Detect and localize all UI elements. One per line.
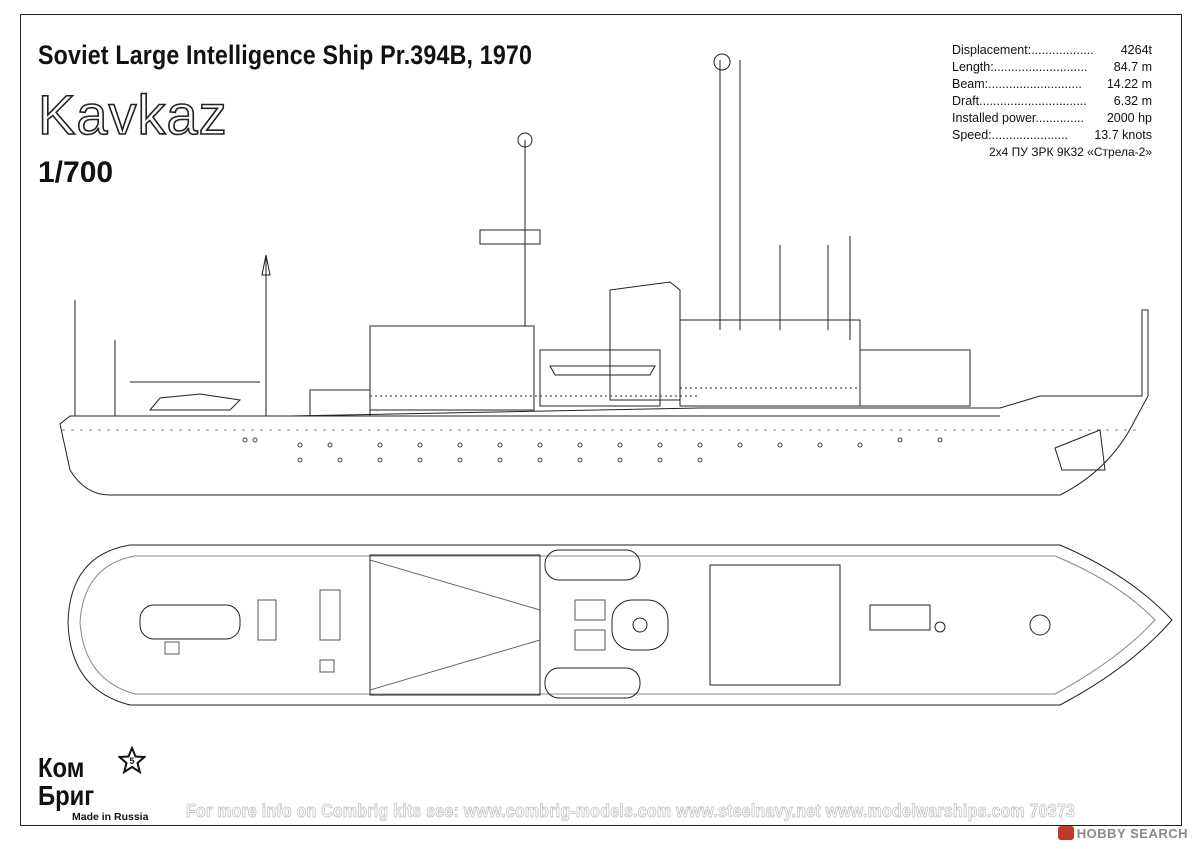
spec-armament: 2x4 ПУ ЗРК 9К32 «Стрела-2» [989, 145, 1152, 159]
plan-funnel [611, 599, 669, 651]
funnel [609, 281, 681, 401]
star-number: 5 [129, 756, 134, 766]
spec-row: Installed power..............2000 hp [952, 111, 1152, 125]
logo-text-bottom: Бриг [38, 780, 95, 811]
deck-outline [67, 544, 1173, 706]
footer-info: For more info on Combrig kits see: www.c… [186, 800, 1076, 822]
spec-row: Length:...........................84.7 m [952, 60, 1152, 74]
midship-block [539, 349, 661, 407]
deckhouse [309, 389, 371, 417]
scale-label: 1/700 [38, 156, 114, 189]
forward-superstructure [369, 325, 535, 411]
launch-boat [148, 393, 242, 411]
made-in-label: Made in Russia [72, 811, 149, 823]
ship-name: Kavkaz [37, 82, 228, 147]
watermark: HOBBY SEARCH [1057, 826, 1188, 841]
plan-superstructure [369, 554, 541, 696]
aft-deckhouse [859, 349, 971, 407]
spec-row: Speed:......................13.7 knots [952, 128, 1152, 142]
sheet-title: Soviet Large Intelligence Ship Pr.394B, … [38, 40, 533, 70]
logo-text-top: Ком [38, 752, 85, 783]
plan-boat-deck [139, 604, 241, 640]
plan-forecastle-platform [869, 604, 931, 631]
plan-bridge [709, 564, 841, 686]
portholes [242, 437, 943, 463]
plan-lifeboat-lower [544, 667, 641, 699]
sheet-border [20, 14, 1182, 826]
plan-anchor-winch [1029, 614, 1051, 636]
spec-row: Beam:...........................14.22 m [952, 77, 1152, 91]
star-icon: 5 [118, 746, 146, 774]
spec-row: Draft...............................6.32… [952, 94, 1152, 108]
spec-row: Displacement:..................4264t [952, 43, 1152, 57]
lifeboat [549, 365, 656, 376]
hull-outline [59, 309, 1149, 496]
plan-view [67, 544, 1173, 706]
fore-mast-antenna [517, 132, 533, 148]
hobby-search-icon [1057, 826, 1074, 840]
bow-emblem [1054, 429, 1106, 471]
side-profile [59, 53, 1149, 496]
specs-table: Displacement:..................4264t Len… [952, 42, 1152, 161]
mast-top-antenna [713, 53, 731, 71]
combrig-logo: Ком Бриг 5 Made in Russia [38, 746, 178, 826]
bridge-block [679, 319, 861, 407]
plan-lifeboat-upper [544, 549, 641, 581]
